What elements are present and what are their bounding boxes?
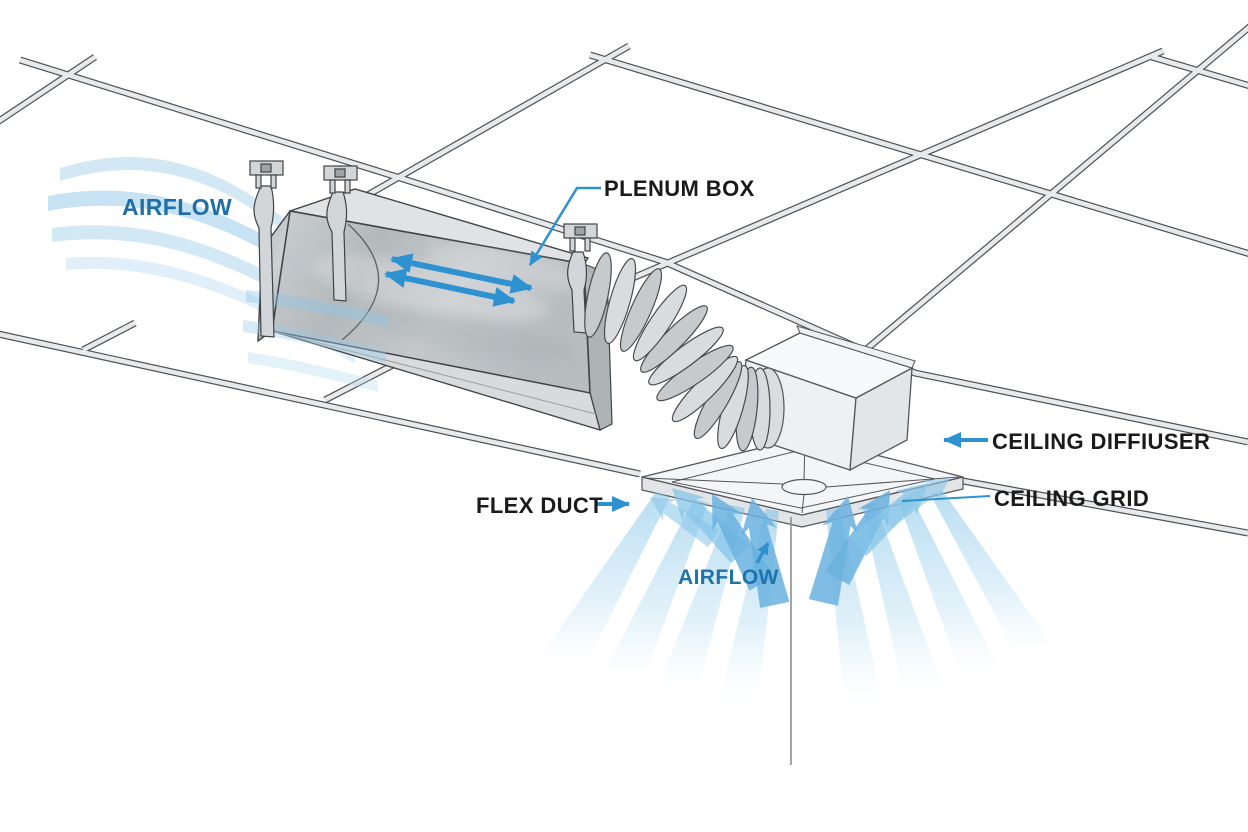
airflow-bottom-label: AIRFLOW: [678, 566, 779, 589]
hanger-strap: [323, 165, 358, 302]
hanger-straps: [249, 160, 598, 338]
plenum-box-leader: [528, 186, 601, 266]
hanger-strap: [563, 223, 598, 334]
ceiling-diffuser-label: CEILING DIFFIUSER: [992, 429, 1210, 454]
callouts: [528, 186, 991, 564]
ceiling-grid-graphic: [0, 23, 1248, 537]
plenum-airflow-arrows: [384, 253, 533, 307]
plenum-box-graphic: [243, 188, 613, 431]
plenum-air-guide-arc: [341, 223, 380, 341]
ceiling-grid-label: CEILING GRID: [994, 486, 1149, 511]
plenum-box-label: PLENUM BOX: [604, 176, 755, 201]
flex-duct-graphic: [584, 252, 771, 452]
labels: AIRFLOW PLENUM BOX CEILING DIFFIUSER CEI…: [122, 176, 1210, 589]
flex-duct-label: FLEX DUCT: [476, 493, 603, 518]
hanger-strap: [249, 160, 284, 338]
airflow-bottom-arrow: [755, 542, 770, 564]
airflow-fan-out: [532, 467, 1060, 765]
plenum-bottom-face: [271, 330, 601, 431]
diffuser-center-ring: [781, 478, 827, 496]
airflow-top-label: AIRFLOW: [122, 194, 232, 220]
ceiling-grid-leader: [901, 495, 991, 502]
